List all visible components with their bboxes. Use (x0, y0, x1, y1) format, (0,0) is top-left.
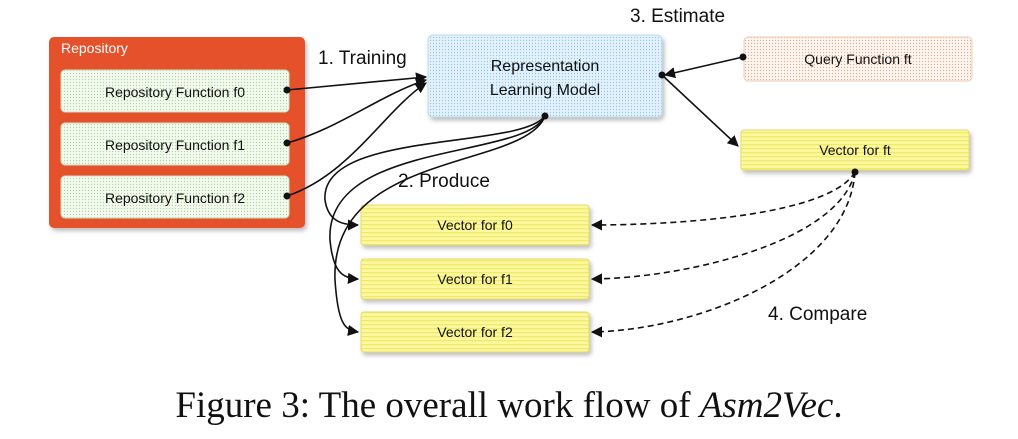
model-label-line1: Representation (491, 58, 600, 75)
vector-f0-box: Vector for f0 (360, 204, 590, 246)
repository-function-f1: Repository Function f1 (60, 122, 290, 166)
step-training-label: 1. Training (318, 48, 407, 69)
workflow-diagram: Repository Repository Function f0 Reposi… (49, 6, 973, 353)
estimate-arrows (658, 53, 747, 147)
step-produce-label: 2. Produce (398, 171, 490, 192)
repository-function-label: Repository Function f0 (105, 84, 245, 100)
repository-function-label: Repository Function f1 (105, 137, 245, 153)
step-compare-label: 4. Compare (768, 304, 867, 325)
vector-ft-box: Vector for ft (740, 129, 970, 171)
step-estimate-label: 3. Estimate (630, 6, 725, 27)
model-label-line2: Learning Model (490, 82, 600, 99)
vector-ft-label: Vector for ft (819, 142, 891, 158)
vector-f1-box: Vector for f1 (360, 258, 590, 300)
representation-learning-model-box: Representation Learning Model (427, 34, 663, 118)
query-function-box: Query Function ft (743, 36, 973, 82)
caption-suffix: . (833, 385, 843, 426)
vector-f2-label: Vector for f2 (437, 324, 513, 340)
repository-title: Repository (61, 40, 128, 56)
repository-function-f0: Repository Function f0 (60, 69, 290, 113)
vector-f0-label: Vector for f0 (437, 217, 513, 233)
figure-caption: Figure 3: The overall work flow of Asm2V… (0, 384, 1018, 427)
caption-prefix: Figure 3: The overall work flow of (175, 385, 700, 426)
query-function-label: Query Function ft (804, 51, 911, 67)
vector-f2-box: Vector for f2 (360, 311, 590, 353)
produce-arrows (324, 112, 549, 336)
compare-arrows (590, 168, 859, 338)
repository-function-f2: Repository Function f2 (60, 175, 290, 219)
repository-function-label: Repository Function f2 (105, 190, 245, 206)
training-arrows (283, 72, 428, 200)
vector-f1-label: Vector for f1 (437, 271, 513, 287)
caption-emphasis: Asm2Vec (699, 385, 834, 426)
